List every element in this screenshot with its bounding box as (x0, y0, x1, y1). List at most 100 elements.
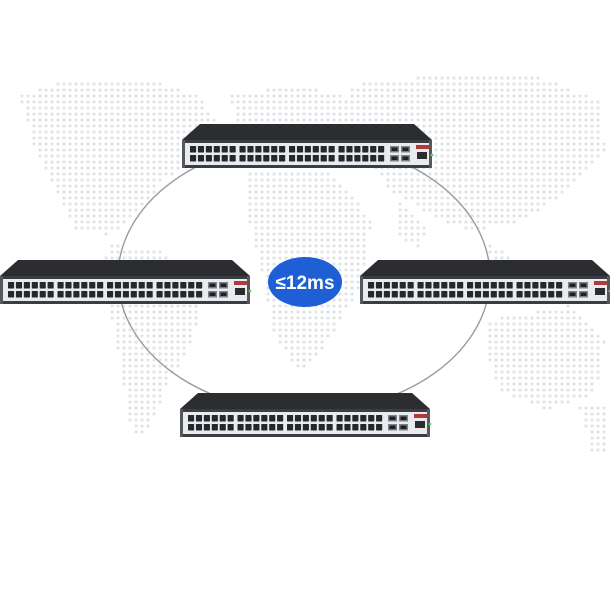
map-dot (458, 124, 462, 128)
map-dot (104, 154, 108, 158)
map-dot (560, 346, 564, 350)
map-dot (122, 94, 126, 98)
rj45-port (130, 291, 137, 298)
map-dot (38, 124, 42, 128)
map-dot (332, 118, 336, 122)
map-dot (368, 106, 372, 110)
map-dot (122, 340, 126, 344)
map-dot (326, 196, 330, 200)
switch-right (360, 260, 610, 304)
map-dot (572, 178, 576, 182)
map-dot (110, 196, 114, 200)
map-dot (110, 166, 114, 170)
map-dot (104, 172, 108, 176)
map-dot (344, 286, 348, 290)
map-dot (416, 94, 420, 98)
rj45-port (81, 282, 88, 289)
map-dot (92, 82, 96, 86)
map-dot (434, 130, 438, 134)
map-dot (266, 274, 270, 278)
map-dot (320, 112, 324, 116)
map-dot (290, 238, 294, 242)
map-dot (440, 196, 444, 200)
map-dot (530, 340, 534, 344)
map-dot (548, 172, 552, 176)
map-dot (440, 124, 444, 128)
map-dot (590, 376, 594, 380)
map-dot (122, 358, 126, 362)
map-dot (506, 352, 510, 356)
map-dot (506, 94, 510, 98)
map-dot (506, 256, 510, 260)
map-dot (146, 100, 150, 104)
map-dot (572, 166, 576, 170)
map-dot (284, 316, 288, 320)
map-dot (380, 100, 384, 104)
rj45-port (354, 155, 361, 162)
map-dot (272, 232, 276, 236)
map-dot (476, 178, 480, 182)
map-dot (194, 94, 198, 98)
map-dot (338, 262, 342, 266)
map-dot (476, 94, 480, 98)
map-dot (488, 214, 492, 218)
map-dot (164, 346, 168, 350)
map-dot (50, 142, 54, 146)
map-dot (338, 250, 342, 254)
map-dot (296, 352, 300, 356)
map-dot (344, 256, 348, 260)
rj45-port (368, 415, 375, 422)
map-dot (524, 130, 528, 134)
map-dot (548, 88, 552, 92)
map-dot (518, 394, 522, 398)
rj45-port (237, 415, 244, 422)
map-dot (302, 196, 306, 200)
rj45-port (360, 415, 367, 422)
map-dot (128, 382, 132, 386)
map-dot (518, 202, 522, 206)
map-dot (158, 310, 162, 314)
map-dot (494, 154, 498, 158)
map-dot (452, 154, 456, 158)
map-dot (296, 106, 300, 110)
map-dot (542, 88, 546, 92)
map-dot (440, 166, 444, 170)
rj45-port (205, 146, 212, 153)
map-dot (260, 202, 264, 206)
map-dot (128, 160, 132, 164)
map-dot (56, 106, 60, 110)
map-dot (572, 310, 576, 314)
map-dot (326, 106, 330, 110)
map-dot (452, 202, 456, 206)
map-dot (386, 88, 390, 92)
map-dot (176, 166, 180, 170)
map-dot (446, 136, 450, 140)
rj45-port (122, 282, 129, 289)
map-dot (500, 148, 504, 152)
map-dot (134, 148, 138, 152)
map-dot (338, 256, 342, 260)
rj45-port (227, 415, 234, 422)
map-dot (560, 100, 564, 104)
rj45-port (490, 291, 497, 298)
map-dot (476, 190, 480, 194)
map-dot (290, 106, 294, 110)
map-dot (326, 202, 330, 206)
map-dot (332, 220, 336, 224)
map-dot (140, 166, 144, 170)
map-dot (470, 190, 474, 194)
map-dot (428, 100, 432, 104)
map-dot (392, 112, 396, 116)
map-dot (116, 244, 120, 248)
map-dot (254, 220, 258, 224)
map-dot (188, 106, 192, 110)
map-dot (530, 142, 534, 146)
map-dot (398, 208, 402, 212)
map-dot (590, 142, 594, 146)
map-dot (494, 214, 498, 218)
map-dot (182, 346, 186, 350)
map-dot (596, 106, 600, 110)
map-dot (458, 76, 462, 80)
map-dot (494, 100, 498, 104)
map-dot (278, 106, 282, 110)
